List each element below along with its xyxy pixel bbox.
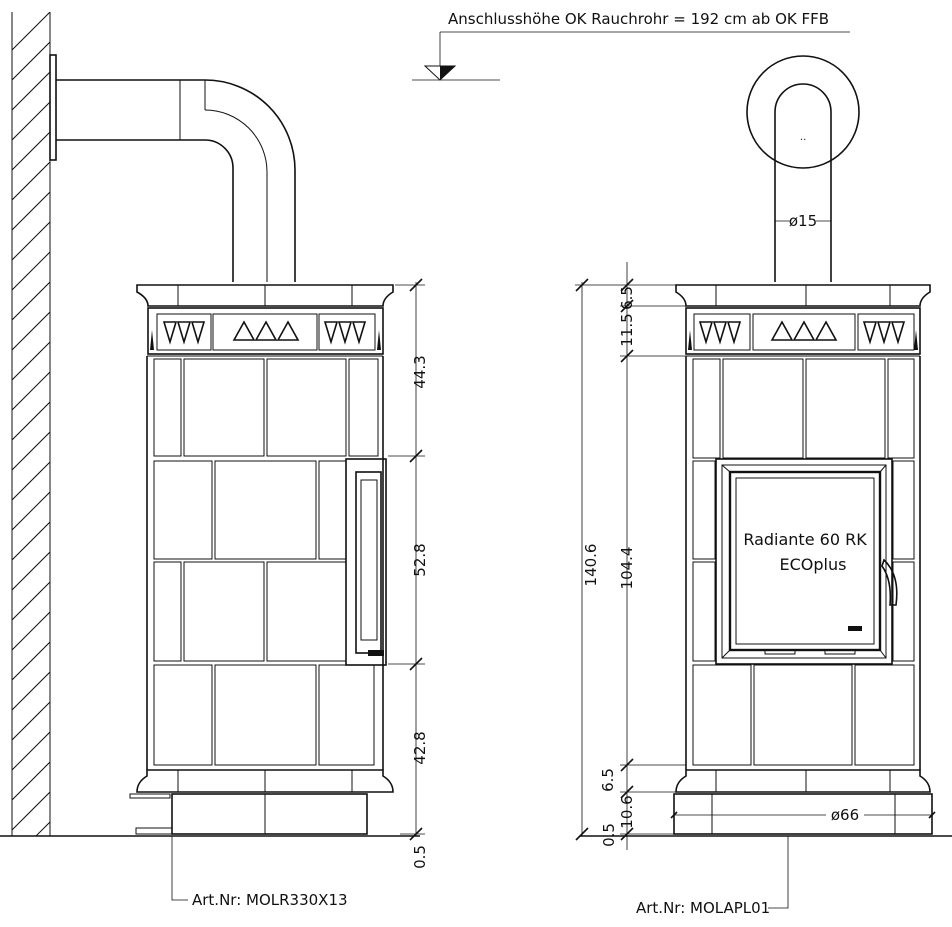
- wall-flange: [49, 54, 57, 161]
- door-model-suffix: ECOplus: [780, 555, 847, 574]
- wall-hatch-line: [12, 311, 50, 351]
- wall-hatch-line: [12, 371, 50, 411]
- wall-hatch-line: [12, 101, 50, 141]
- pipe-bend-outer: [746, 55, 860, 169]
- wall-hatch-line: [12, 641, 50, 681]
- wall-hatch-line: [12, 731, 50, 771]
- wall-hatch-line: [12, 761, 50, 801]
- dim-plinth-diameter: ø66: [831, 806, 859, 824]
- wall-hatch-line: [12, 131, 50, 171]
- pipe-horizontal: [56, 79, 180, 141]
- wall-hatch-line: [12, 401, 50, 441]
- dim-plinth: 10.6: [618, 795, 636, 828]
- front-top-cap: [675, 284, 931, 307]
- front-view-stove: .. ø15: [673, 55, 933, 835]
- dim-pipe-diameter: ø15: [789, 212, 817, 230]
- side-article-number: Art.Nr: MOLR330X13: [192, 891, 348, 909]
- wall-hatch-line: [12, 341, 50, 381]
- wall-hatch-line: [12, 251, 50, 291]
- level-marker-fill-icon: [440, 66, 455, 80]
- connection-height-text: Anschlusshöhe OK Rauchrohr = 192 cm ab O…: [448, 10, 829, 28]
- wall-hatch-line: [12, 791, 50, 831]
- dim-floor-gap-side: 0.5: [411, 845, 429, 869]
- side-view-stove: [49, 54, 394, 835]
- front-article-label: Art.Nr: MOLAPL01: [636, 836, 789, 917]
- svg-text:..: ..: [800, 132, 806, 143]
- side-dimension-chain: 44.3 52.8 42.8 0.5: [388, 278, 429, 869]
- front-decor-band: [685, 307, 921, 355]
- side-plinth: [171, 793, 368, 835]
- dim-top-cap: 6.5: [618, 286, 636, 310]
- wall-hatch-line: [12, 161, 50, 201]
- front-dimension-chain: 6.5 11.5 104.4 6.5 10.6 0.5: [599, 262, 686, 850]
- pipe-elbow-outer: [180, 79, 296, 282]
- side-article-label: Art.Nr: MOLR330X13: [171, 836, 348, 909]
- wall-hatch-line: [12, 551, 50, 591]
- wall-hatch-line: [35, 821, 50, 836]
- door-handle: [881, 558, 898, 606]
- side-top-cap: [136, 284, 394, 307]
- front-door: Radiante 60 RK ECOplus: [715, 458, 898, 665]
- door-glass: [728, 470, 882, 652]
- front-bottom-cap: [675, 769, 931, 793]
- wall-hatch-line: [12, 521, 50, 561]
- front-decor-ornaments: [688, 320, 918, 350]
- door-outer-frame: [715, 458, 893, 665]
- total-height-dimension: 140.6: [575, 278, 620, 841]
- side-decor-band: [147, 307, 384, 355]
- wall-hatch-line: [12, 221, 50, 261]
- wall-hatch-line: [12, 701, 50, 741]
- wall-hatch-line: [12, 461, 50, 501]
- wall-hatch-line: [12, 491, 50, 531]
- pipe-vertical: [774, 83, 832, 282]
- front-tile-body: [685, 355, 921, 770]
- dim-upper-section: 44.3: [411, 355, 429, 388]
- front-plinth: [673, 793, 933, 835]
- wall-hatch-line: [12, 281, 50, 321]
- dim-lower-section: 42.8: [411, 731, 429, 764]
- wall-hatch-line: [12, 671, 50, 711]
- dim-base-cap: 6.5: [599, 768, 617, 792]
- wall-hatch-line: [12, 71, 50, 111]
- side-decor-ornaments: [150, 320, 381, 350]
- dim-middle-section: 52.8: [411, 543, 429, 576]
- brand-logo-icon: [848, 626, 862, 631]
- dim-body-height: 104.4: [618, 547, 636, 590]
- side-tile-body: [146, 355, 387, 770]
- dim-decor-band: 11.5: [618, 313, 636, 346]
- wall-hatch-line: [12, 41, 50, 81]
- wall-hatch-line: [12, 431, 50, 471]
- pipe-elbow-inner: [180, 139, 234, 282]
- side-bottom-cap: [136, 769, 394, 793]
- wall-hatch-line: [12, 581, 50, 621]
- side-door-frame: [345, 458, 387, 666]
- wall-hatch-line: [12, 611, 50, 651]
- dim-floor-gap-front: 0.5: [600, 823, 618, 847]
- plinth-diameter-dimension: ø66: [670, 806, 936, 824]
- connection-height-note: Anschlusshöhe OK Rauchrohr = 192 cm ab O…: [412, 10, 850, 81]
- wall-hatch-line: [12, 191, 50, 231]
- wall-hatching: [12, 12, 50, 836]
- door-model-name: Radiante 60 RK: [743, 530, 867, 549]
- dim-total-height: 140.6: [582, 544, 600, 587]
- front-article-number: Art.Nr: MOLAPL01: [636, 899, 770, 917]
- wall: [11, 12, 51, 836]
- wall-hatch-line: [12, 12, 50, 51]
